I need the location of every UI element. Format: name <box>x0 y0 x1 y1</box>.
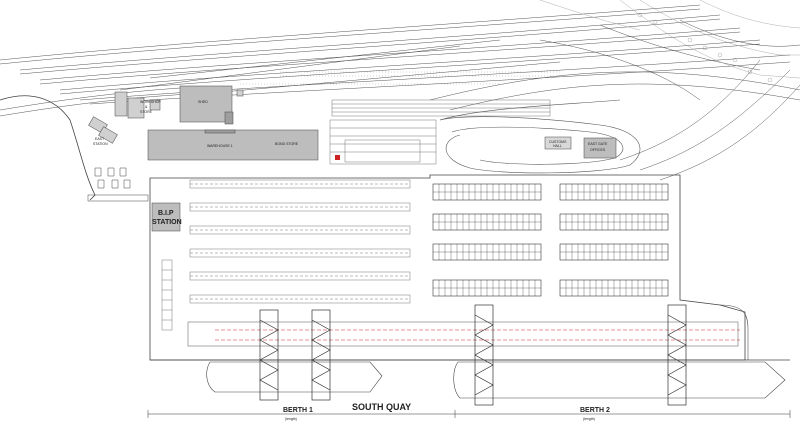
berth-1-label: BERTH 1 <box>283 407 313 414</box>
berth-1-length: (length) <box>285 417 297 421</box>
quay-rails <box>187 304 749 360</box>
bip-station-building <box>151 202 181 232</box>
railway-tracks <box>0 4 800 181</box>
berth-2-label: BERTH 2 <box>580 407 610 414</box>
upper-parking <box>329 99 551 165</box>
customs-label: CUSTOMS <box>549 140 567 144</box>
east-station-label: STATION <box>93 142 108 146</box>
storage-lanes-west <box>161 179 411 331</box>
west-shoreline <box>0 95 96 201</box>
berth-dimension-line <box>147 410 791 418</box>
east-gate-offices <box>583 137 617 159</box>
store-label: STORE <box>140 110 153 114</box>
workshop-label: WORKSHOP <box>140 100 161 104</box>
east-gate-label: EAST GATE <box>588 142 608 146</box>
quay-cranes <box>259 304 687 406</box>
north-buildings <box>88 85 319 161</box>
terminal-boundary <box>149 174 746 361</box>
south-quay-label: SOUTH QUAY <box>352 402 411 412</box>
warehouse-1-building <box>147 129 319 161</box>
bond-store-label: BOND STORE <box>275 142 299 146</box>
reefer-blocks <box>432 183 669 297</box>
warehouse-1-label: WAREHOUSE 1 <box>207 144 233 148</box>
west-jetty <box>87 167 149 202</box>
terrain-contours <box>539 0 800 83</box>
ship-berth-2 <box>453 361 786 399</box>
bip-label: B.I.P <box>158 210 174 217</box>
customs-hall-label: HALL <box>553 144 562 148</box>
roundabout-road <box>439 99 641 174</box>
bip-station-label: STATION <box>152 219 182 226</box>
workshop-amp-label: & <box>145 105 148 109</box>
east-gate-offices-label: OFFICES <box>590 148 606 152</box>
rail-ties <box>240 71 560 85</box>
berth-2-length: (length) <box>583 417 595 421</box>
reefer-grid-lines <box>433 184 668 296</box>
east-label: EAST <box>95 137 105 141</box>
gate-buildings <box>544 136 617 159</box>
shed-building <box>179 85 233 123</box>
customs-hall <box>544 136 572 150</box>
red-marker <box>335 155 340 160</box>
ship-berth-1 <box>206 361 383 393</box>
shed-label: SHED <box>198 100 208 104</box>
